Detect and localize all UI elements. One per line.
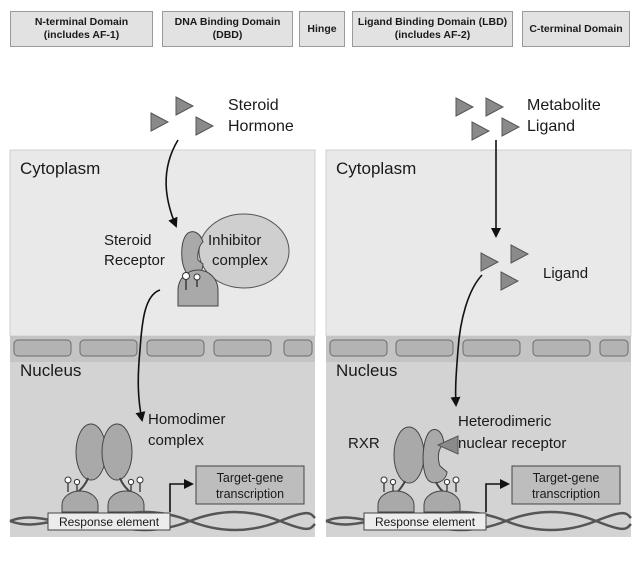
transcription-arrow (169, 479, 194, 512)
homodimer-label: complex (148, 432, 204, 449)
rxr-label: RXR (348, 435, 380, 452)
steroid-hormone-label: Hormone (228, 118, 294, 135)
hormone-triangle (150, 112, 170, 132)
right-cytoplasm-area (325, 149, 632, 337)
steroid-receptor (181, 231, 204, 278)
target-gene-box (195, 465, 305, 505)
nuclear-pore (599, 339, 629, 357)
nuclear-pore (532, 339, 591, 357)
metabolite-triangle (471, 121, 491, 141)
right-nucleus-area (326, 362, 631, 537)
response-element-box (363, 512, 487, 531)
hormone-binding-arrow (165, 139, 179, 228)
heterodimer-label: Heterodimeric (458, 413, 552, 430)
domain-ligand-binding: Ligand Binding Domain (LBD) (includes AF… (352, 11, 513, 47)
zinc-finger (136, 476, 144, 484)
dna-binding-domain (107, 490, 145, 513)
nuclear-pore (462, 339, 521, 357)
nuclear-pore (13, 339, 72, 357)
hormone-triangle (175, 96, 195, 116)
receptor-monomer (101, 423, 133, 481)
target-gene-label: Target-gene (533, 471, 600, 485)
partner-receptor (422, 429, 448, 484)
dna-binding-domain (377, 490, 415, 513)
heterodimer-label: nuclear receptor (458, 435, 566, 452)
zinc-finger (182, 272, 190, 280)
left-nucleus-area (10, 362, 315, 537)
metabolite-triangle (501, 117, 521, 137)
zinc-finger (452, 476, 460, 484)
metabolite-ligand-label: Ligand (527, 118, 575, 135)
left-panel: Steroid Hormone Cytoplasm Steroid Recept… (9, 96, 316, 537)
metabolite-triangle (455, 97, 475, 117)
domain-bar: N-terminal Domain (includes AF-1) DNA Bi… (10, 11, 630, 49)
nuclear-pore (79, 339, 138, 357)
zinc-finger (73, 478, 81, 486)
target-gene-label: transcription (216, 487, 284, 501)
inhibitor-complex-label: Inhibitor (208, 232, 261, 249)
nuclear-pore (146, 339, 205, 357)
transcription-arrow (485, 479, 510, 512)
target-gene-label: transcription (532, 487, 600, 501)
inhibitor-complex (198, 213, 290, 289)
zinc-finger (64, 476, 72, 484)
dna-binding-domain (61, 490, 99, 513)
domain-c-terminal: C-terminal Domain (522, 11, 630, 47)
nuclear-pore (213, 339, 272, 357)
steroid-receptor-label: Steroid (104, 232, 152, 249)
domain-hinge: Hinge (299, 11, 345, 47)
response-element-label: Response element (59, 515, 160, 529)
nuclear-translocation-arrow (135, 289, 161, 422)
nuclear-pore (395, 339, 454, 357)
steroid-hormone-label: Steroid (228, 97, 279, 114)
response-element-label: Response element (375, 515, 476, 529)
domain-n-terminal: N-terminal Domain (includes AF-1) (10, 11, 153, 47)
rxr-monomer (393, 426, 425, 484)
nuclear-pore (329, 339, 388, 357)
zinc-finger (127, 478, 135, 486)
ligand-triangle (510, 244, 530, 264)
ligand-label: Ligand (543, 265, 588, 282)
metabolite-ligand-label: Metabolite (527, 97, 601, 114)
left-cytoplasm-label: Cytoplasm (20, 159, 100, 178)
right-panel: Metabolite Ligand Cytoplasm Ligand Nucle… (325, 97, 632, 537)
right-nucleus-label: Nucleus (336, 361, 397, 380)
ligand-nuclear-arrow (450, 274, 483, 407)
hormone-triangle (195, 116, 215, 136)
dna-binding-domain (423, 490, 461, 513)
right-cytoplasm-label: Cytoplasm (336, 159, 416, 178)
left-nucleus-label: Nucleus (20, 361, 81, 380)
steroid-receptor-label: Receptor (104, 252, 165, 269)
homodimer-label: Homodimer (148, 411, 226, 428)
target-gene-box (511, 465, 621, 505)
domain-dna-binding: DNA Binding Domain (DBD) (162, 11, 293, 47)
bound-ligand-triangle (436, 435, 459, 455)
zinc-finger (380, 476, 388, 484)
ligand-triangle (500, 271, 520, 291)
inhibitor-complex-label: complex (212, 252, 268, 269)
nuclear-pore (283, 339, 313, 357)
zinc-finger (443, 478, 451, 486)
zinc-finger (193, 273, 201, 281)
ligand-triangle (480, 252, 500, 272)
metabolite-triangle (485, 97, 505, 117)
target-gene-label: Target-gene (217, 471, 284, 485)
response-element-box (47, 512, 171, 531)
zinc-finger (389, 478, 397, 486)
